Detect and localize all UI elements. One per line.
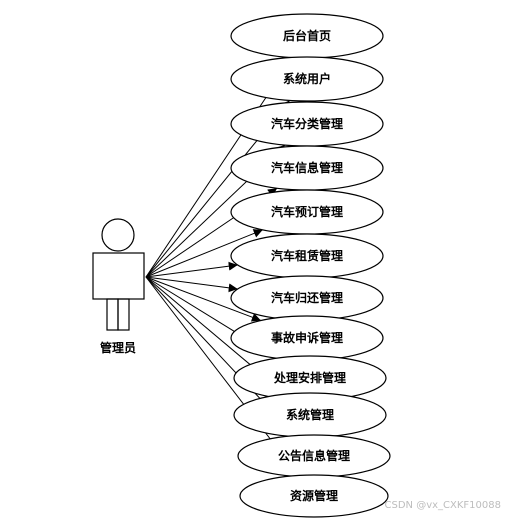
use-case-group: 后台首页系统用户汽车分类管理汽车信息管理汽车预订管理汽车租赁管理汽车归还管理事故… (230, 13, 391, 518)
use-case-10: 系统管理 (233, 392, 387, 438)
use-case-3: 汽车分类管理 (230, 101, 384, 147)
use-case-label: 处理安排管理 (273, 370, 346, 385)
use-case-label: 资源管理 (290, 488, 338, 503)
use-case-12: 资源管理 (239, 474, 389, 518)
association-arrow (145, 229, 263, 278)
actor-body (92, 252, 145, 300)
use-case-1: 后台首页 (230, 13, 384, 59)
actor-right-leg (117, 298, 130, 331)
use-case-label: 后台首页 (283, 28, 331, 43)
use-case-label: 汽车归还管理 (271, 290, 343, 305)
actor-left-leg (106, 298, 119, 331)
use-case-label: 系统用户 (283, 71, 331, 86)
use-case-ellipse (230, 56, 384, 102)
use-case-label: 汽车信息管理 (271, 160, 343, 175)
use-case-7: 汽车归还管理 (230, 275, 384, 321)
use-case-ellipse (239, 474, 389, 518)
use-case-8: 事故申诉管理 (230, 315, 384, 361)
actor-head (101, 218, 135, 252)
use-case-label: 汽车预订管理 (271, 204, 343, 219)
use-case-label: 事故申诉管理 (271, 330, 343, 345)
use-case-label: 汽车租赁管理 (271, 248, 343, 263)
use-case-5: 汽车预订管理 (230, 189, 384, 235)
use-case-label: 系统管理 (286, 407, 334, 422)
association-arrow (145, 261, 238, 278)
use-case-4: 汽车信息管理 (230, 145, 384, 191)
actor-label: 管理员 (100, 340, 136, 355)
use-case-6: 汽车租赁管理 (230, 233, 384, 279)
association-arrow (145, 276, 262, 322)
use-case-2: 系统用户 (230, 56, 384, 102)
association-arrow (145, 276, 238, 293)
use-case-label: 公告信息管理 (278, 448, 350, 463)
use-case-11: 公告信息管理 (237, 434, 391, 478)
actor-figure (92, 218, 145, 331)
watermark: CSDN @vx_CXKF10088 (384, 500, 501, 511)
use-case-label: 汽车分类管理 (271, 116, 343, 131)
